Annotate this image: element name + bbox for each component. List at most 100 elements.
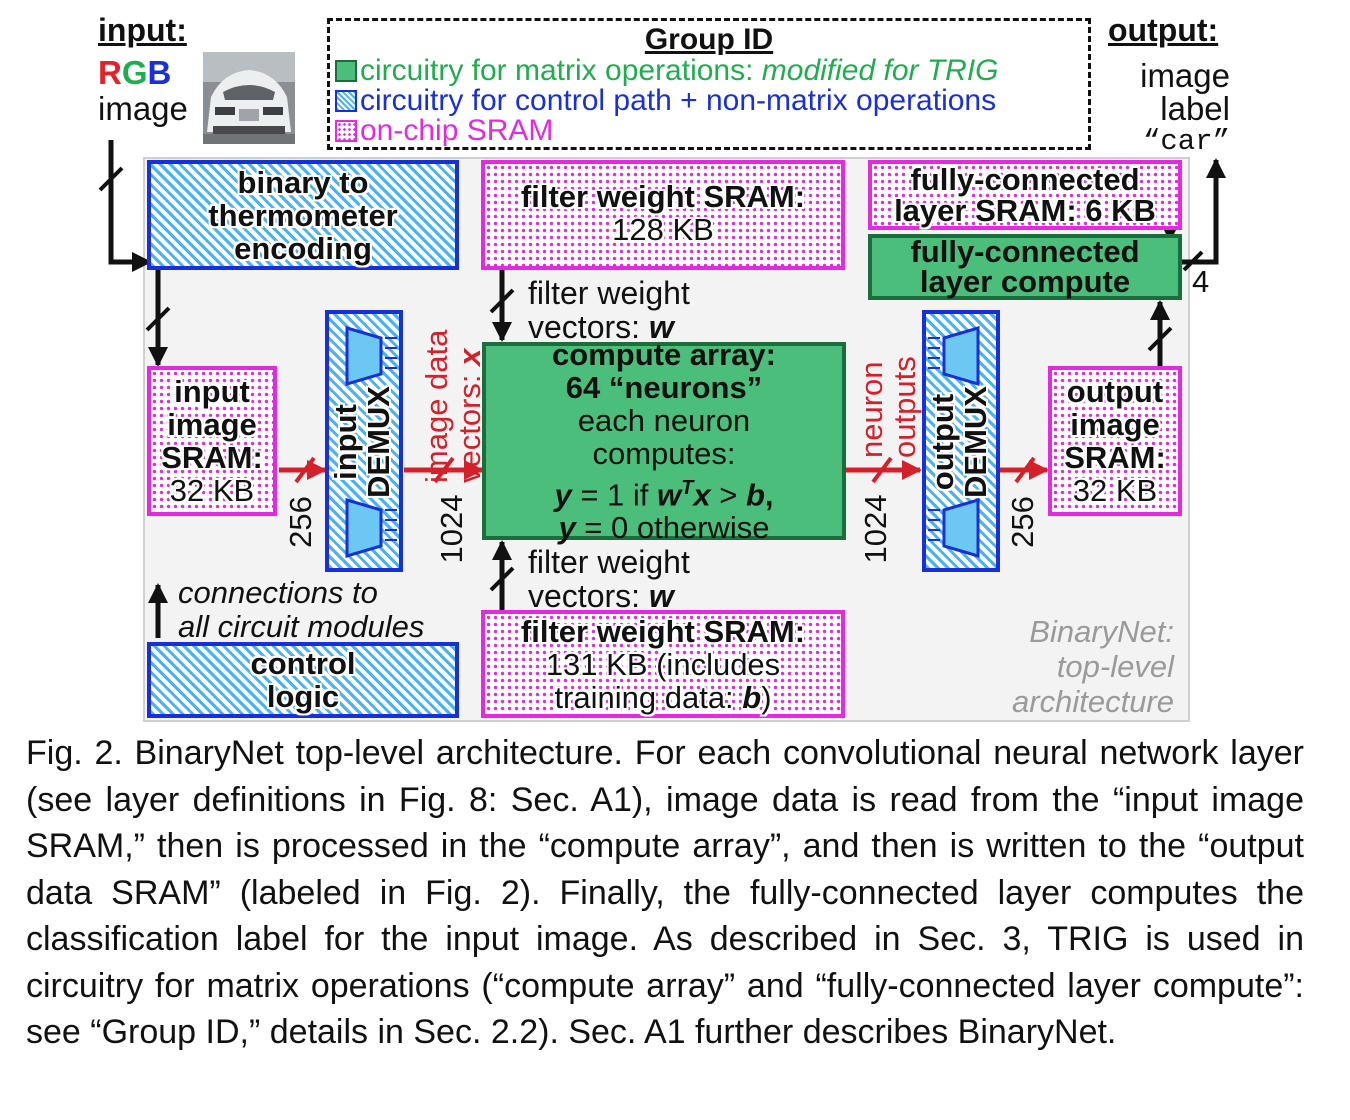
fc-layer-compute: fully-connected layer compute — [868, 234, 1182, 300]
b2t-line1: binary to — [237, 164, 369, 200]
eq1-x: x — [693, 477, 711, 513]
fw-top-size: 128 KB — [612, 212, 714, 247]
legend-sram: on-chip SRAM — [335, 116, 553, 146]
compute-line1: compute array: — [552, 336, 776, 372]
neuron-outputs-label: neuron outputs — [854, 338, 922, 458]
in-demux-line1: input — [328, 404, 363, 480]
compute-line2: 64 “neurons” — [565, 369, 763, 405]
fc-to-output-arrow — [1181, 158, 1226, 265]
output-demux-label: output DEMUX — [925, 342, 996, 542]
fw-bot-l3a: training data: — [554, 679, 743, 715]
legend-sram-swatch — [335, 120, 357, 142]
fw-bot-l3b: b — [742, 679, 762, 715]
legend-matrix-text: circuitry for matrix operations: — [360, 54, 762, 87]
output-demux-icon — [928, 325, 980, 559]
in-sram-line4: 32 KB — [169, 473, 255, 508]
bus-width-256-out: 256 — [1005, 496, 1040, 548]
connections-label: connections to all circuit modules — [178, 576, 424, 644]
input-to-encoder-arrow — [108, 140, 152, 272]
fw-bot-line3: training data: b) — [554, 681, 771, 714]
compute-array: compute array: 64 “neurons” each neuron … — [482, 338, 846, 544]
legend-control-swatch — [335, 90, 357, 112]
output-line2: label — [1160, 90, 1230, 127]
connectors — [98, 140, 1226, 638]
control-line2: logic — [266, 679, 340, 714]
rgb-r: R — [98, 54, 122, 91]
eq1-bv: b — [745, 477, 765, 513]
connections-l1: connections to — [178, 575, 378, 610]
filter-weight-sram-top: filter weight SRAM: 128 KB — [481, 160, 845, 270]
output-demux-block — [922, 310, 1000, 572]
b2t-line2: thermometer — [208, 197, 398, 233]
car-image — [203, 52, 295, 144]
compute-line4: computes: — [592, 435, 736, 471]
rgb-b: B — [147, 54, 172, 91]
in-sram-line3: SRAM: — [161, 440, 263, 475]
fw-top-title: filter weight SRAM: — [520, 179, 806, 214]
input-demux-icon — [345, 325, 397, 559]
filter-weight-sram-bottom: filter weight SRAM: 131 KB (includes tra… — [481, 610, 845, 718]
input-demux-label: input DEMUX — [328, 342, 399, 542]
compute-line3: each neuron — [577, 402, 751, 438]
fw-vectors-top-label: filter weight vectors: w — [528, 276, 690, 344]
fw-vec-bot-l2: vectors: w — [528, 579, 690, 613]
connections-l2: all circuit modules — [178, 609, 425, 644]
legend-control-text: circuitry for control path + non-matrix … — [360, 84, 997, 117]
input-image-word: image — [98, 90, 188, 127]
img-data-l2: vectors: x — [452, 293, 487, 483]
control-logic-block: control logic — [147, 642, 459, 718]
in-sram-line1: input — [174, 374, 250, 409]
fc-sram-line1: fully-connected — [910, 162, 1140, 197]
legend-matrix-emph: modified for TRIG — [761, 54, 999, 87]
bus-width-1024-out: 1024 — [858, 494, 893, 564]
binary-to-thermometer-block: binary to thermometer encoding — [147, 160, 459, 270]
output-label-car: “car” — [1142, 125, 1230, 158]
eq1-w: w — [657, 477, 682, 513]
out-sram-line3: SRAM: — [1064, 440, 1166, 475]
eq1-comma: , — [764, 477, 774, 513]
input-header: input: — [98, 12, 187, 48]
group-id-legend — [327, 18, 1091, 150]
figure-caption: Fig. 2. BinaryNet top-level architecture… — [26, 734, 1304, 1051]
fw-vec-top-l2t: vectors: — [528, 309, 649, 345]
out-sram-line1: output — [1066, 374, 1164, 409]
fw-vec-top-l2: vectors: w — [528, 310, 690, 344]
fw-vectors-bot-label: filter weight vectors: w — [528, 545, 690, 613]
fc-sram-line2: layer SRAM: 6 KB — [894, 193, 1156, 228]
fc-layer-sram: fully-connected layer SRAM: 6 KB — [868, 160, 1182, 230]
out-sram-line2: image — [1070, 407, 1160, 442]
watermark-l1: BinaryNet: — [1029, 614, 1174, 649]
out-demux-line2: DEMUX — [958, 386, 993, 498]
control-line1: control — [250, 646, 356, 681]
img-data-x: x — [452, 348, 487, 366]
compute-line5: y = 1 if wTx > b, — [554, 470, 773, 511]
neuron-out-l2: outputs — [887, 356, 922, 458]
eq1-t: T — [681, 476, 694, 499]
fw-vec-bot-l2t: vectors: — [528, 578, 649, 614]
output-line1: image — [1140, 57, 1230, 94]
eq2-y: y — [558, 510, 576, 546]
watermark-l2: top-level — [1056, 649, 1174, 684]
in-demux-line2: DEMUX — [361, 386, 396, 498]
eq1-y: y — [554, 477, 572, 513]
legend-matrix: circuitry for matrix operations: modifie… — [335, 56, 999, 86]
in-sram-line2: image — [167, 407, 257, 442]
image-data-vectors-label: image data vectors: x — [419, 293, 487, 483]
b2t-line3: encoding — [234, 230, 372, 266]
eq1-b: = 1 if — [571, 477, 658, 513]
output-header: output: — [1108, 12, 1219, 48]
img-data-l1: image data — [419, 329, 454, 483]
fw-bot-line1: filter weight SRAM: — [520, 613, 806, 649]
binarynet-watermark: BinaryNet: top-level architecture — [960, 614, 1174, 719]
fw-vec-bot-w: w — [648, 578, 674, 614]
out-sram-line4: 32 KB — [1072, 473, 1158, 508]
watermark-l3: architecture — [1012, 684, 1174, 719]
eq1-gt: > — [710, 477, 746, 513]
rgb-g: G — [121, 54, 148, 91]
fc-compute-line2: layer compute — [919, 264, 1131, 299]
fw-bot-l3c: ) — [761, 679, 772, 715]
bus-width-256-in: 256 — [283, 496, 318, 548]
fw-vec-top-l1: filter weight — [528, 275, 690, 311]
legend-sram-text: on-chip SRAM — [360, 114, 554, 147]
